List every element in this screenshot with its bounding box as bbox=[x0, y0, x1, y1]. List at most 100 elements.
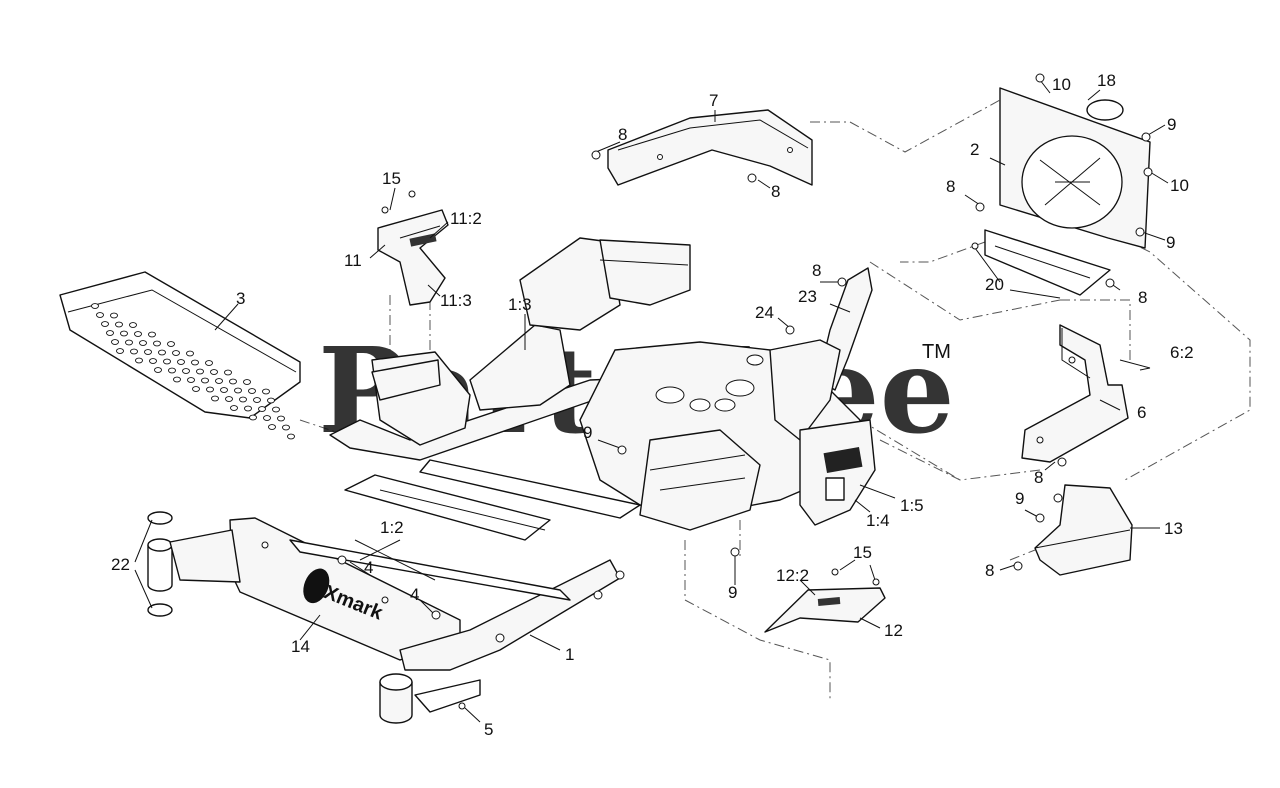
plate-hole bbox=[96, 312, 104, 318]
plate-hole bbox=[268, 424, 276, 430]
part-7-bracket bbox=[607, 109, 813, 186]
plate-hole bbox=[135, 357, 143, 364]
callout-15: 15 bbox=[853, 543, 872, 562]
plate-hole bbox=[277, 415, 285, 422]
part-13-guard bbox=[1034, 484, 1133, 576]
plate-hole bbox=[187, 377, 195, 383]
plate-hole bbox=[258, 406, 266, 412]
callout-12-2: 12:2 bbox=[776, 566, 809, 585]
callout-8: 8 bbox=[1138, 288, 1147, 307]
plate-hole bbox=[248, 388, 256, 394]
part-5-pivot bbox=[379, 673, 481, 724]
callout-10: 10 bbox=[1170, 176, 1189, 195]
part-2-panel bbox=[984, 87, 1151, 296]
plate-hole bbox=[201, 377, 209, 384]
plate-hole bbox=[225, 396, 233, 402]
callout-5: 5 bbox=[484, 720, 493, 739]
plate-hole bbox=[130, 348, 138, 355]
plate-hole bbox=[139, 340, 147, 346]
plate-hole bbox=[120, 330, 128, 337]
callout-1-2: 1:2 bbox=[380, 518, 404, 537]
plate-holes bbox=[91, 303, 295, 440]
watermark-tm: TM bbox=[922, 341, 951, 363]
plate-hole bbox=[234, 387, 242, 394]
plate-hole bbox=[115, 321, 123, 328]
plate-hole bbox=[110, 312, 118, 319]
plate-hole bbox=[287, 433, 295, 440]
part-1-main-frame bbox=[229, 237, 876, 671]
callout-9: 9 bbox=[1166, 233, 1175, 252]
callout-labels: 7 8 8 10 18 9 2 10 8 9 15 11:2 11 11:3 3… bbox=[111, 71, 1194, 739]
leader-lines bbox=[134, 79, 1169, 723]
plate-hole bbox=[220, 387, 228, 393]
callout-8: 8 bbox=[985, 561, 994, 580]
plate-hole bbox=[116, 348, 124, 354]
plate-hole bbox=[215, 378, 223, 384]
plate-hole bbox=[196, 368, 204, 375]
part-12-plate bbox=[764, 587, 886, 633]
plate-hole bbox=[144, 349, 152, 355]
plate-hole bbox=[129, 322, 137, 328]
callout-14: 14 bbox=[291, 637, 310, 656]
callout-13: 13 bbox=[1164, 519, 1183, 538]
callout-4: 4 bbox=[364, 558, 373, 577]
callout-6: 6 bbox=[1137, 403, 1146, 422]
callout-1-5: 1:5 bbox=[900, 496, 924, 515]
callout-20: 20 bbox=[985, 275, 1004, 294]
callout-23: 23 bbox=[798, 287, 817, 306]
callout-9: 9 bbox=[728, 583, 737, 602]
plate-hole bbox=[263, 415, 271, 421]
part-11-bracket bbox=[377, 209, 449, 306]
plate-hole bbox=[149, 358, 157, 364]
callout-9: 9 bbox=[1015, 489, 1024, 508]
plate-hole bbox=[163, 358, 171, 365]
part-3-foot-plate bbox=[59, 271, 301, 440]
plate-hole bbox=[158, 349, 166, 356]
callout-7: 7 bbox=[709, 91, 718, 110]
plate-hole bbox=[192, 386, 200, 392]
plate-hole bbox=[239, 396, 247, 403]
callout-10: 10 bbox=[1052, 75, 1071, 94]
plate-hole bbox=[191, 359, 199, 366]
plate-hole bbox=[224, 369, 232, 376]
callout-18: 18 bbox=[1097, 71, 1116, 90]
callout-11: 11 bbox=[344, 251, 362, 270]
plate-hole bbox=[167, 341, 175, 347]
plate-hole bbox=[153, 340, 161, 347]
part-6-bumper bbox=[1021, 324, 1129, 463]
callout-22: 22 bbox=[111, 555, 130, 574]
plate-hole bbox=[253, 397, 261, 403]
callout-8: 8 bbox=[946, 177, 955, 196]
plate-hole bbox=[206, 386, 214, 393]
callout-1-4: 1:4 bbox=[866, 511, 890, 530]
callout-1-3: 1:3 bbox=[508, 295, 532, 314]
plate-hole bbox=[267, 397, 275, 404]
plate-hole bbox=[230, 405, 238, 411]
plate-hole bbox=[134, 331, 142, 337]
plate-hole bbox=[172, 350, 180, 356]
plate-hole bbox=[262, 388, 270, 395]
plate-hole bbox=[186, 350, 194, 357]
plate-hole bbox=[243, 379, 251, 385]
callout-9: 9 bbox=[1167, 115, 1176, 134]
callout-24: 24 bbox=[755, 303, 774, 322]
plate-hole bbox=[168, 367, 176, 374]
plate-hole bbox=[106, 330, 114, 336]
callout-9: 9 bbox=[583, 423, 592, 442]
callout-8: 8 bbox=[618, 125, 627, 144]
callout-12: 12 bbox=[884, 621, 903, 640]
plate-hole bbox=[111, 339, 119, 345]
callout-11-2: 11:2 bbox=[450, 209, 482, 228]
plate-hole bbox=[177, 359, 185, 365]
plate-hole bbox=[173, 376, 181, 383]
plate-hole bbox=[205, 360, 213, 366]
plate-hole bbox=[91, 303, 99, 309]
plate-hole bbox=[211, 395, 219, 402]
callout-6-2: 6:2 bbox=[1170, 343, 1194, 362]
callout-8: 8 bbox=[771, 182, 780, 201]
callout-11-3: 11:3 bbox=[440, 291, 472, 310]
plate-hole bbox=[154, 367, 162, 373]
callout-4: 4 bbox=[410, 585, 419, 604]
plate-hole bbox=[229, 378, 237, 385]
